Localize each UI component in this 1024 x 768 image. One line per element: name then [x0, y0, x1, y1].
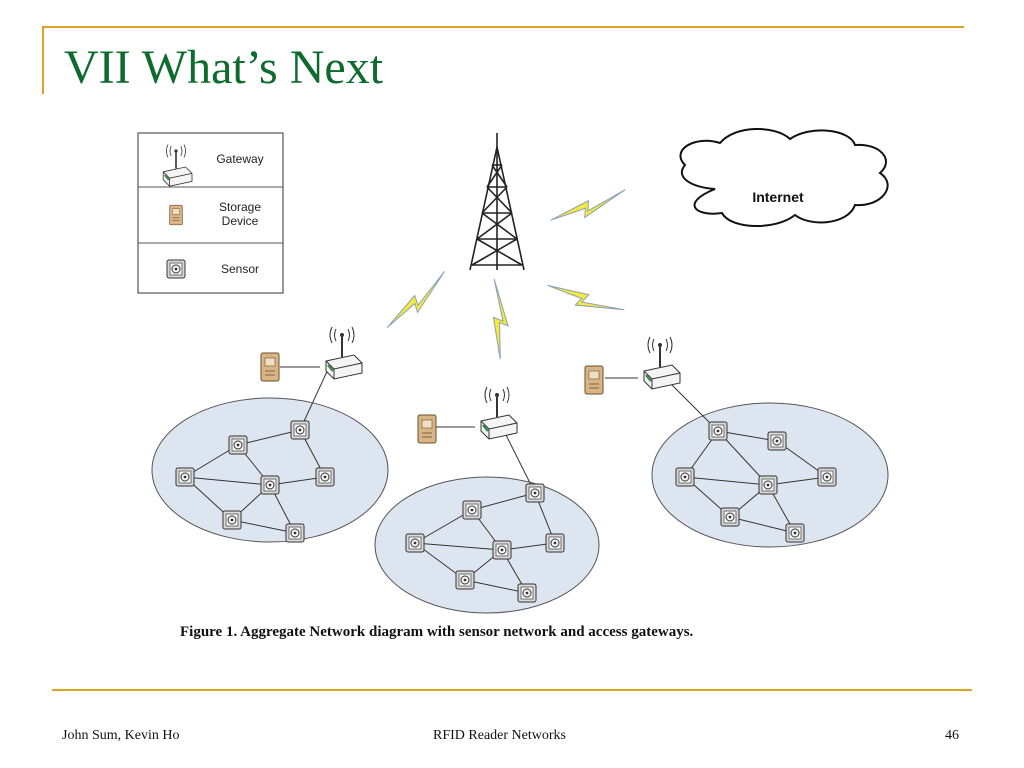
- top-accent-line: [42, 26, 964, 28]
- legend-storage-label-line1: Storage: [219, 200, 261, 214]
- wireless-link-right: [545, 267, 625, 329]
- sensor-node: [675, 467, 695, 487]
- slide-title: VII What’s Next: [64, 41, 384, 94]
- bottom-accent-line: [52, 689, 972, 691]
- radio-tower-icon: [469, 133, 525, 271]
- sensor-node: [720, 507, 740, 527]
- sensor-node: [260, 475, 280, 495]
- sensor-node: [315, 467, 335, 487]
- footer-page-number: 46: [945, 728, 959, 743]
- sensor-node: [175, 467, 195, 487]
- storage-device-center: [417, 414, 437, 444]
- figure-caption: Figure 1. Aggregate Network diagram with…: [180, 624, 694, 640]
- gateway-right: [642, 335, 682, 391]
- legend-sensor-label: Sensor: [221, 262, 259, 276]
- sensor-cluster-left: [151, 397, 389, 543]
- legend-storage-icon: [169, 204, 183, 226]
- sensor-node: [285, 523, 305, 543]
- sensor-cluster-center: [374, 476, 600, 614]
- sensor-node: [492, 540, 512, 560]
- sensor-node: [785, 523, 805, 543]
- footer-authors: John Sum, Kevin Ho: [62, 728, 180, 743]
- sensor-node: [405, 533, 425, 553]
- sensor-node: [767, 431, 787, 451]
- sensor-node: [222, 510, 242, 530]
- legend-sensor-icon: [166, 259, 186, 279]
- sensor-node: [455, 570, 475, 590]
- sensor-node: [817, 467, 837, 487]
- legend: Gateway Storage Device Sensor: [137, 132, 284, 294]
- storage-device-right: [584, 365, 604, 395]
- sensor-node: [708, 421, 728, 441]
- wireless-link-internet: [547, 189, 629, 223]
- legend-storage-label-line2: Device: [222, 214, 259, 228]
- sensor-node: [228, 435, 248, 455]
- sensor-node: [525, 483, 545, 503]
- internet-label: Internet: [752, 189, 804, 205]
- footer-topic: RFID Reader Networks: [433, 728, 566, 743]
- network-diagram: Gateway Storage Device Sensor Internet: [137, 128, 889, 614]
- sensor-node: [758, 475, 778, 495]
- wireless-link-center: [480, 278, 517, 361]
- sensor-node: [517, 583, 537, 603]
- gateway-left: [324, 325, 364, 381]
- sensor-node: [462, 500, 482, 520]
- title-accent-bar: [42, 26, 44, 94]
- storage-device-left: [260, 352, 280, 382]
- legend-gateway-label: Gateway: [216, 152, 263, 166]
- sensor-node: [545, 533, 565, 553]
- sensor-node: [290, 420, 310, 440]
- internet-cloud: Internet: [679, 128, 889, 227]
- wireless-link-left: [376, 270, 457, 330]
- gateway-center: [479, 385, 519, 441]
